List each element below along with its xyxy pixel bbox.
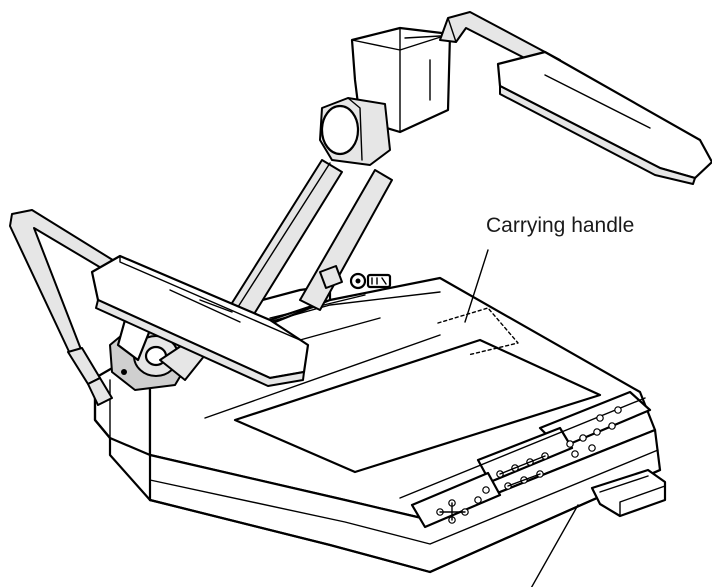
base-unit (93, 249, 667, 587)
control-buttons (436, 406, 622, 524)
camera-head (319, 26, 452, 166)
left-light-arm (9, 209, 310, 406)
right-light-arm (439, 11, 712, 185)
carrying-handle-label: Carrying handle (486, 214, 635, 237)
